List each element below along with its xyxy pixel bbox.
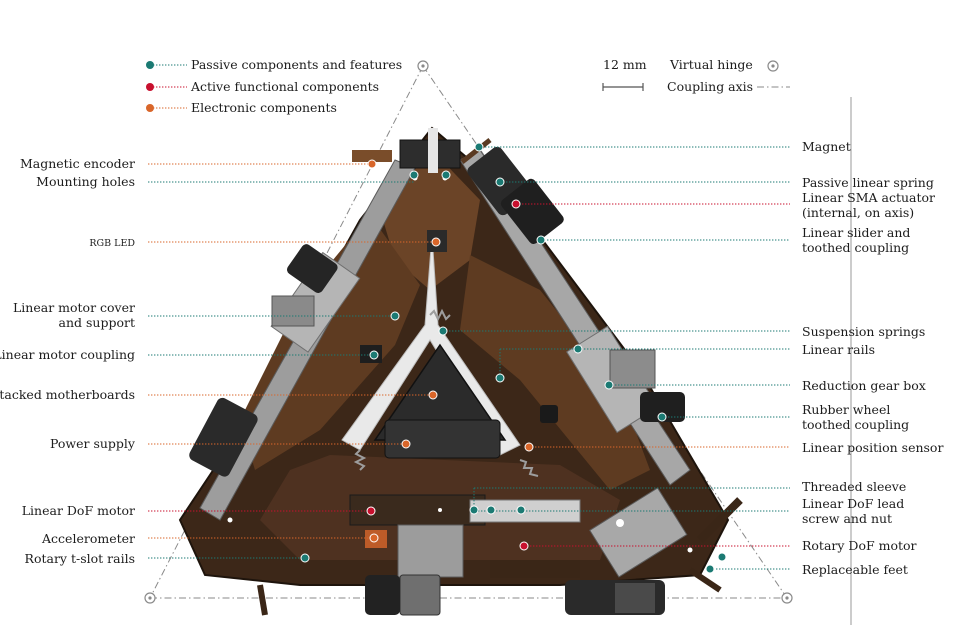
legend-passive: Passive components and features (191, 57, 403, 72)
left-gear-box (270, 251, 361, 353)
label-linear-dof-lead-screw-line1: Linear DoF lead (802, 496, 905, 511)
label-linear-motor-cover-line2: and support (58, 315, 135, 330)
left-lower-motor (189, 397, 258, 477)
label-rotary-tslot-rails: Rotary t-slot rails (24, 551, 135, 566)
label-passive-linear-spring: Passive linear spring (802, 175, 934, 190)
label-linear-sma-actuator-line1: Linear SMA actuator (802, 190, 936, 205)
label-linear-sma-actuator: Linear SMA actuator (internal, on axis) (802, 190, 935, 220)
springs (353, 308, 539, 477)
legend-active: Active functional components (191, 79, 380, 94)
left-wood-arm (240, 215, 420, 470)
label-linear-position-sensor: Linear position sensor (802, 440, 944, 455)
power-supply-box (384, 419, 501, 459)
robot-body (178, 126, 743, 616)
leader-lines (148, 64, 790, 570)
label-linear-slider-line2: toothed coupling (802, 240, 910, 255)
coupling-axis-label: Coupling axis (667, 79, 754, 94)
label-reduction-gear-box: Reduction gear box (802, 378, 926, 393)
label-rgb-led: RGB LED (89, 238, 135, 249)
label-magnet: Magnet (802, 139, 851, 154)
active-dots (366, 199, 529, 551)
label-replaceable-feet: Replaceable feet (802, 562, 908, 577)
legend-electronic: Electronic components (191, 100, 337, 115)
label-magnetic-encoder: Magnetic encoder (19, 156, 135, 171)
label-suspension-springs: Suspension springs (802, 324, 926, 339)
label-stacked-motherboards: Stacked motherboards (0, 387, 135, 402)
label-linear-motor-cover: Linear motor cover and support (13, 300, 135, 330)
label-linear-slider: Linear slider and toothed coupling (802, 225, 910, 255)
label-linear-motor-cover-line1: Linear motor cover (13, 300, 135, 315)
label-mounting-holes: Mounting holes (36, 174, 135, 189)
right-wood-arm (460, 255, 650, 490)
label-rubber-wheel-line1: Rubber wheel (802, 402, 891, 417)
legend-symbols (146, 60, 790, 112)
label-rotary-dof-motor: Rotary DoF motor (802, 538, 917, 553)
label-linear-dof-lead-screw: Linear DoF lead screw and nut (802, 496, 904, 526)
label-power-supply: Power supply (49, 436, 135, 451)
label-rubber-wheel-line2: toothed coupling (802, 417, 910, 432)
label-linear-sma-actuator-line2: (internal, on axis) (802, 205, 915, 220)
label-accelerometer: Accelerometer (42, 531, 135, 546)
label-linear-dof-motor: Linear DoF motor (21, 503, 135, 518)
electronic-dots (367, 159, 534, 543)
virtual-hinge-label: Virtual hinge (670, 57, 753, 72)
label-threaded-sleeve: Threaded sleeve (802, 479, 907, 494)
label-linear-rails: Linear rails (802, 342, 875, 357)
label-rubber-wheel: Rubber wheel toothed coupling (802, 402, 909, 432)
passive-dots (300, 142, 727, 574)
scale-label: 12 mm (603, 57, 647, 72)
label-linear-dof-lead-screw-line2: screw and nut (802, 511, 893, 526)
label-linear-slider-line1: Linear slider and (802, 225, 911, 240)
right-foot-module (589, 487, 688, 578)
label-linear-motor-coupling: Linear motor coupling (0, 347, 135, 362)
